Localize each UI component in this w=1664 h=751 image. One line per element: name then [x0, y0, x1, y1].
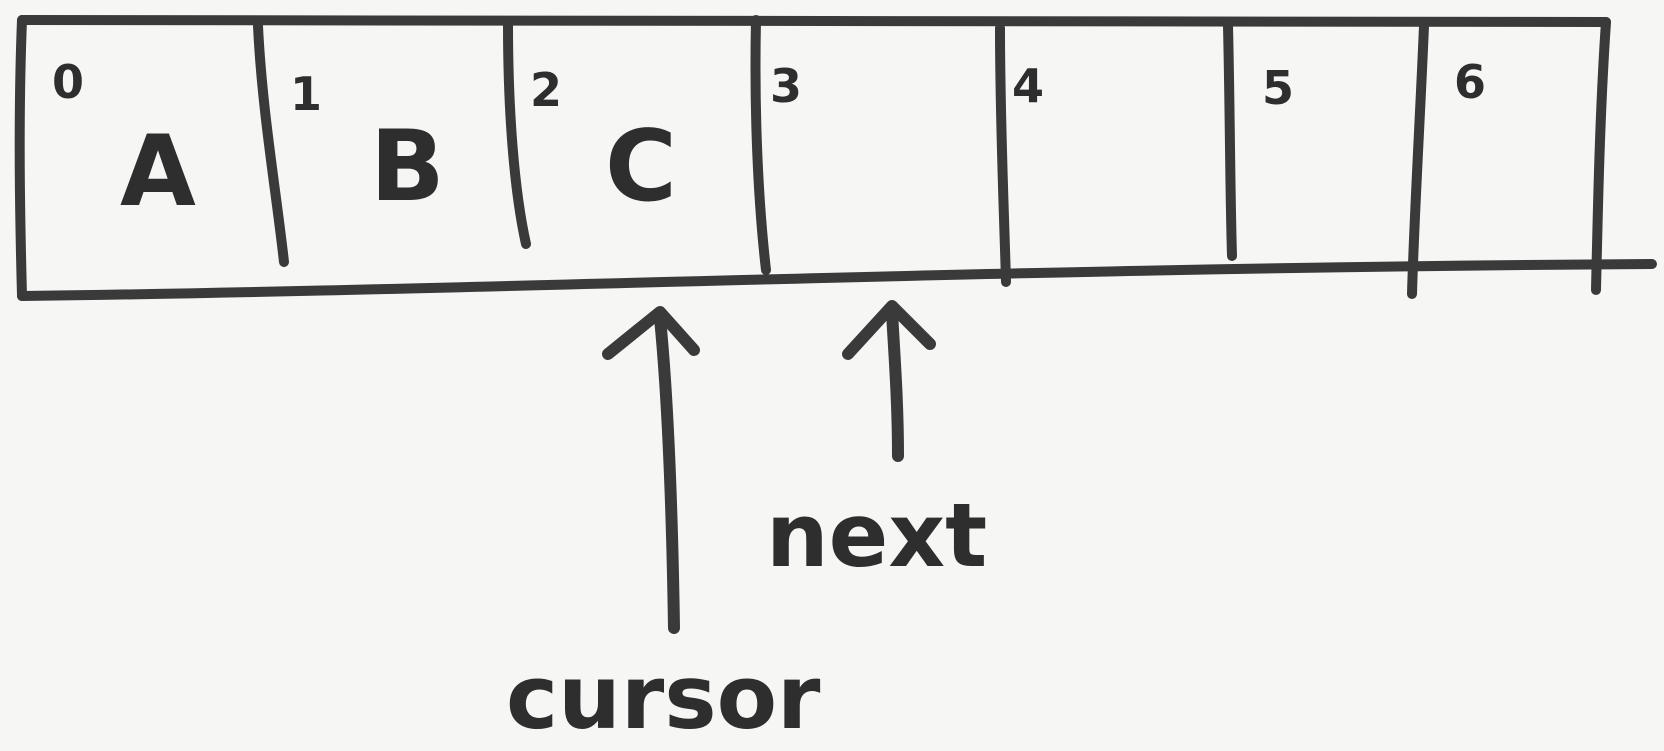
cell-index-label: 3	[770, 59, 802, 113]
cursor-label: cursor	[506, 646, 821, 749]
array-cell-5: 5	[1262, 61, 1294, 115]
array-cell-2: 2 C	[530, 63, 677, 224]
cursor-arrow-icon	[654, 312, 680, 634]
cell-value-label: A	[120, 115, 196, 229]
divider-0-1	[253, 21, 289, 267]
next-arrow-head	[842, 300, 936, 360]
divider-1-2	[503, 19, 531, 249]
array-bottom-edge	[17, 259, 1657, 301]
divider-4-5	[1223, 21, 1237, 261]
cell-value-label: C	[605, 110, 677, 224]
cursor-arrow-head	[602, 306, 700, 360]
divider-5-6	[1407, 21, 1429, 299]
array-cell-1: 1 B	[290, 67, 445, 224]
cell-index-label: 4	[1012, 59, 1044, 113]
array-cell-0: 0 A	[52, 55, 196, 229]
next-arrow-icon	[886, 306, 904, 462]
array-top-edge	[17, 13, 1611, 27]
array-left-edge	[14, 15, 27, 301]
next-label: next	[766, 484, 987, 587]
array-cell-6: 6	[1454, 55, 1486, 109]
cell-dividers	[253, 15, 1429, 299]
cell-index-label: 5	[1262, 61, 1294, 115]
cell-index-label: 1	[290, 67, 322, 121]
array-cell-3: 3	[770, 59, 802, 113]
cell-value-label: B	[370, 110, 445, 224]
cell-index-label: 0	[52, 55, 84, 109]
cursor-pointer: cursor	[506, 306, 821, 749]
divider-2-3	[750, 15, 771, 275]
array-cell-4: 4	[1012, 59, 1044, 113]
cell-index-label: 2	[530, 63, 562, 117]
array-outline	[14, 13, 1657, 301]
array-right-edge	[1591, 17, 1611, 295]
divider-3-4	[995, 23, 1011, 287]
next-pointer: next	[766, 300, 987, 587]
cell-index-label: 6	[1454, 55, 1486, 109]
